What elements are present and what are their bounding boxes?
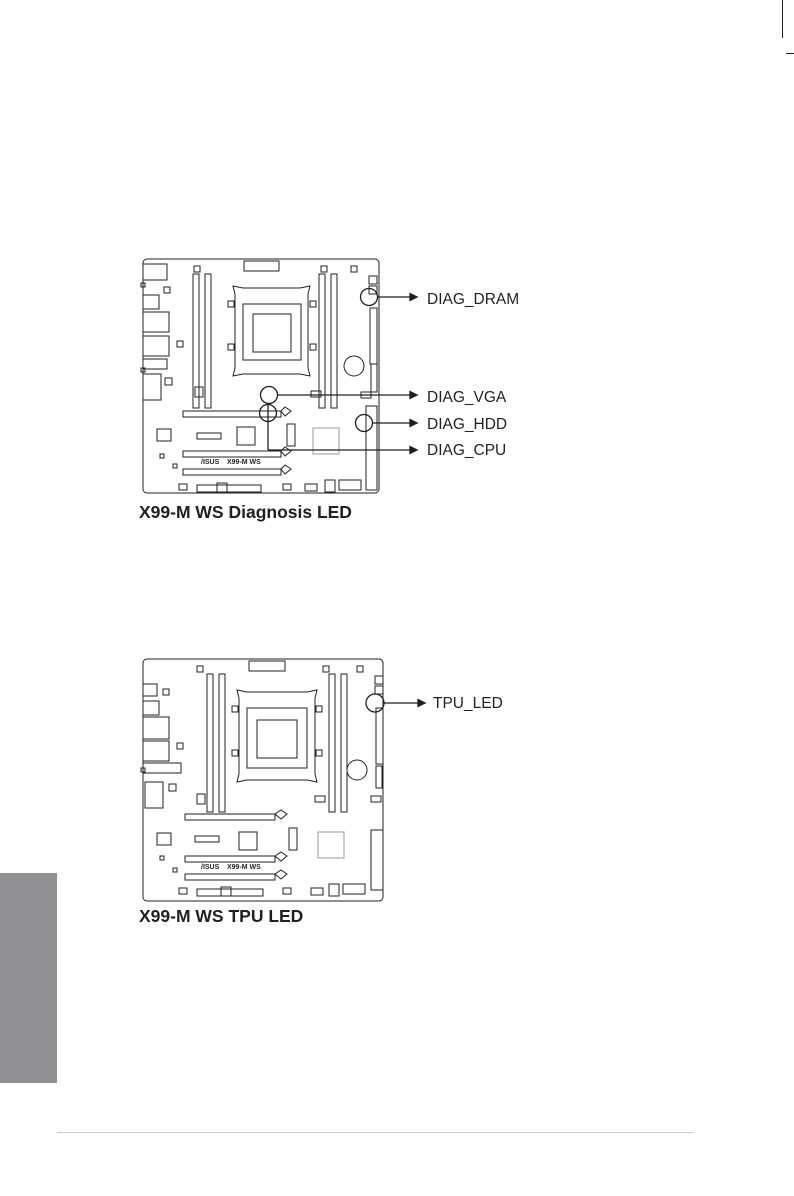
brand-logo: /ISUS bbox=[201, 459, 220, 466]
figure-caption: X99-M WS TPU LED bbox=[139, 906, 303, 927]
pcie-slot bbox=[183, 469, 281, 475]
board-label: X99-M WS bbox=[227, 459, 261, 466]
io-port bbox=[143, 684, 157, 696]
io-port bbox=[143, 374, 161, 400]
pcie-slot bbox=[185, 856, 275, 862]
diag-vga-marker bbox=[261, 387, 278, 404]
io-port bbox=[143, 763, 181, 773]
dimm-slot bbox=[331, 274, 337, 408]
bottom-header bbox=[197, 485, 261, 492]
sata-header bbox=[376, 708, 383, 764]
crop-mark-vertical bbox=[782, 0, 783, 38]
pcie-slot bbox=[183, 411, 281, 417]
chapter-side-tab bbox=[0, 873, 57, 1083]
dimm-slot bbox=[319, 274, 325, 408]
footer-rule bbox=[57, 1132, 693, 1133]
cpu-socket bbox=[233, 286, 310, 376]
figure-caption: X99-M WS Diagnosis LED bbox=[139, 502, 352, 523]
callout-tpu-led: TPU_LED bbox=[433, 696, 503, 712]
dimm-slot bbox=[341, 674, 347, 812]
io-port bbox=[143, 741, 169, 761]
bottom-header bbox=[197, 889, 263, 896]
battery bbox=[347, 760, 367, 780]
brand-logo: /ISUS bbox=[201, 864, 220, 871]
dimm-slot bbox=[207, 674, 213, 812]
chipset bbox=[318, 832, 344, 858]
io-port bbox=[143, 295, 159, 309]
io-port bbox=[143, 312, 169, 332]
battery bbox=[344, 356, 364, 376]
tpu-led-figure: /ISUS X99-M WS TPU_LED X99-M WS TPU LED bbox=[135, 656, 555, 936]
callout-diag-cpu: DIAG_CPU bbox=[427, 443, 506, 459]
callout-diag-dram: DIAG_DRAM bbox=[427, 292, 519, 308]
pcie-slot bbox=[183, 451, 281, 457]
callout-diag-vga: DIAG_VGA bbox=[427, 390, 506, 406]
io-port bbox=[143, 359, 167, 369]
diagnosis-led-figure: /ISUS X99-M WS DIAG_DRAM DIAG_VGA DIAG_H… bbox=[135, 256, 555, 526]
board-label: X99-M WS bbox=[227, 864, 261, 871]
dimm-slot bbox=[329, 674, 335, 812]
io-port bbox=[143, 717, 169, 739]
sata-header bbox=[370, 308, 377, 364]
io-port bbox=[143, 701, 159, 715]
pcie-slot bbox=[185, 874, 275, 880]
board-outline bbox=[143, 259, 379, 493]
dimm-slot bbox=[193, 274, 199, 408]
diag-hdd-marker bbox=[356, 415, 373, 432]
callout-diag-hdd: DIAG_HDD bbox=[427, 417, 507, 433]
io-port bbox=[143, 264, 167, 280]
dimm-slot bbox=[219, 674, 225, 812]
tpu-led-marker bbox=[366, 694, 384, 712]
io-port bbox=[143, 336, 169, 356]
dimm-slot bbox=[205, 274, 211, 408]
crop-mark-horizontal bbox=[786, 53, 794, 54]
power-connector bbox=[244, 261, 279, 271]
pcie-slot bbox=[185, 814, 275, 820]
power-connector bbox=[249, 661, 285, 671]
io-port bbox=[145, 782, 163, 808]
